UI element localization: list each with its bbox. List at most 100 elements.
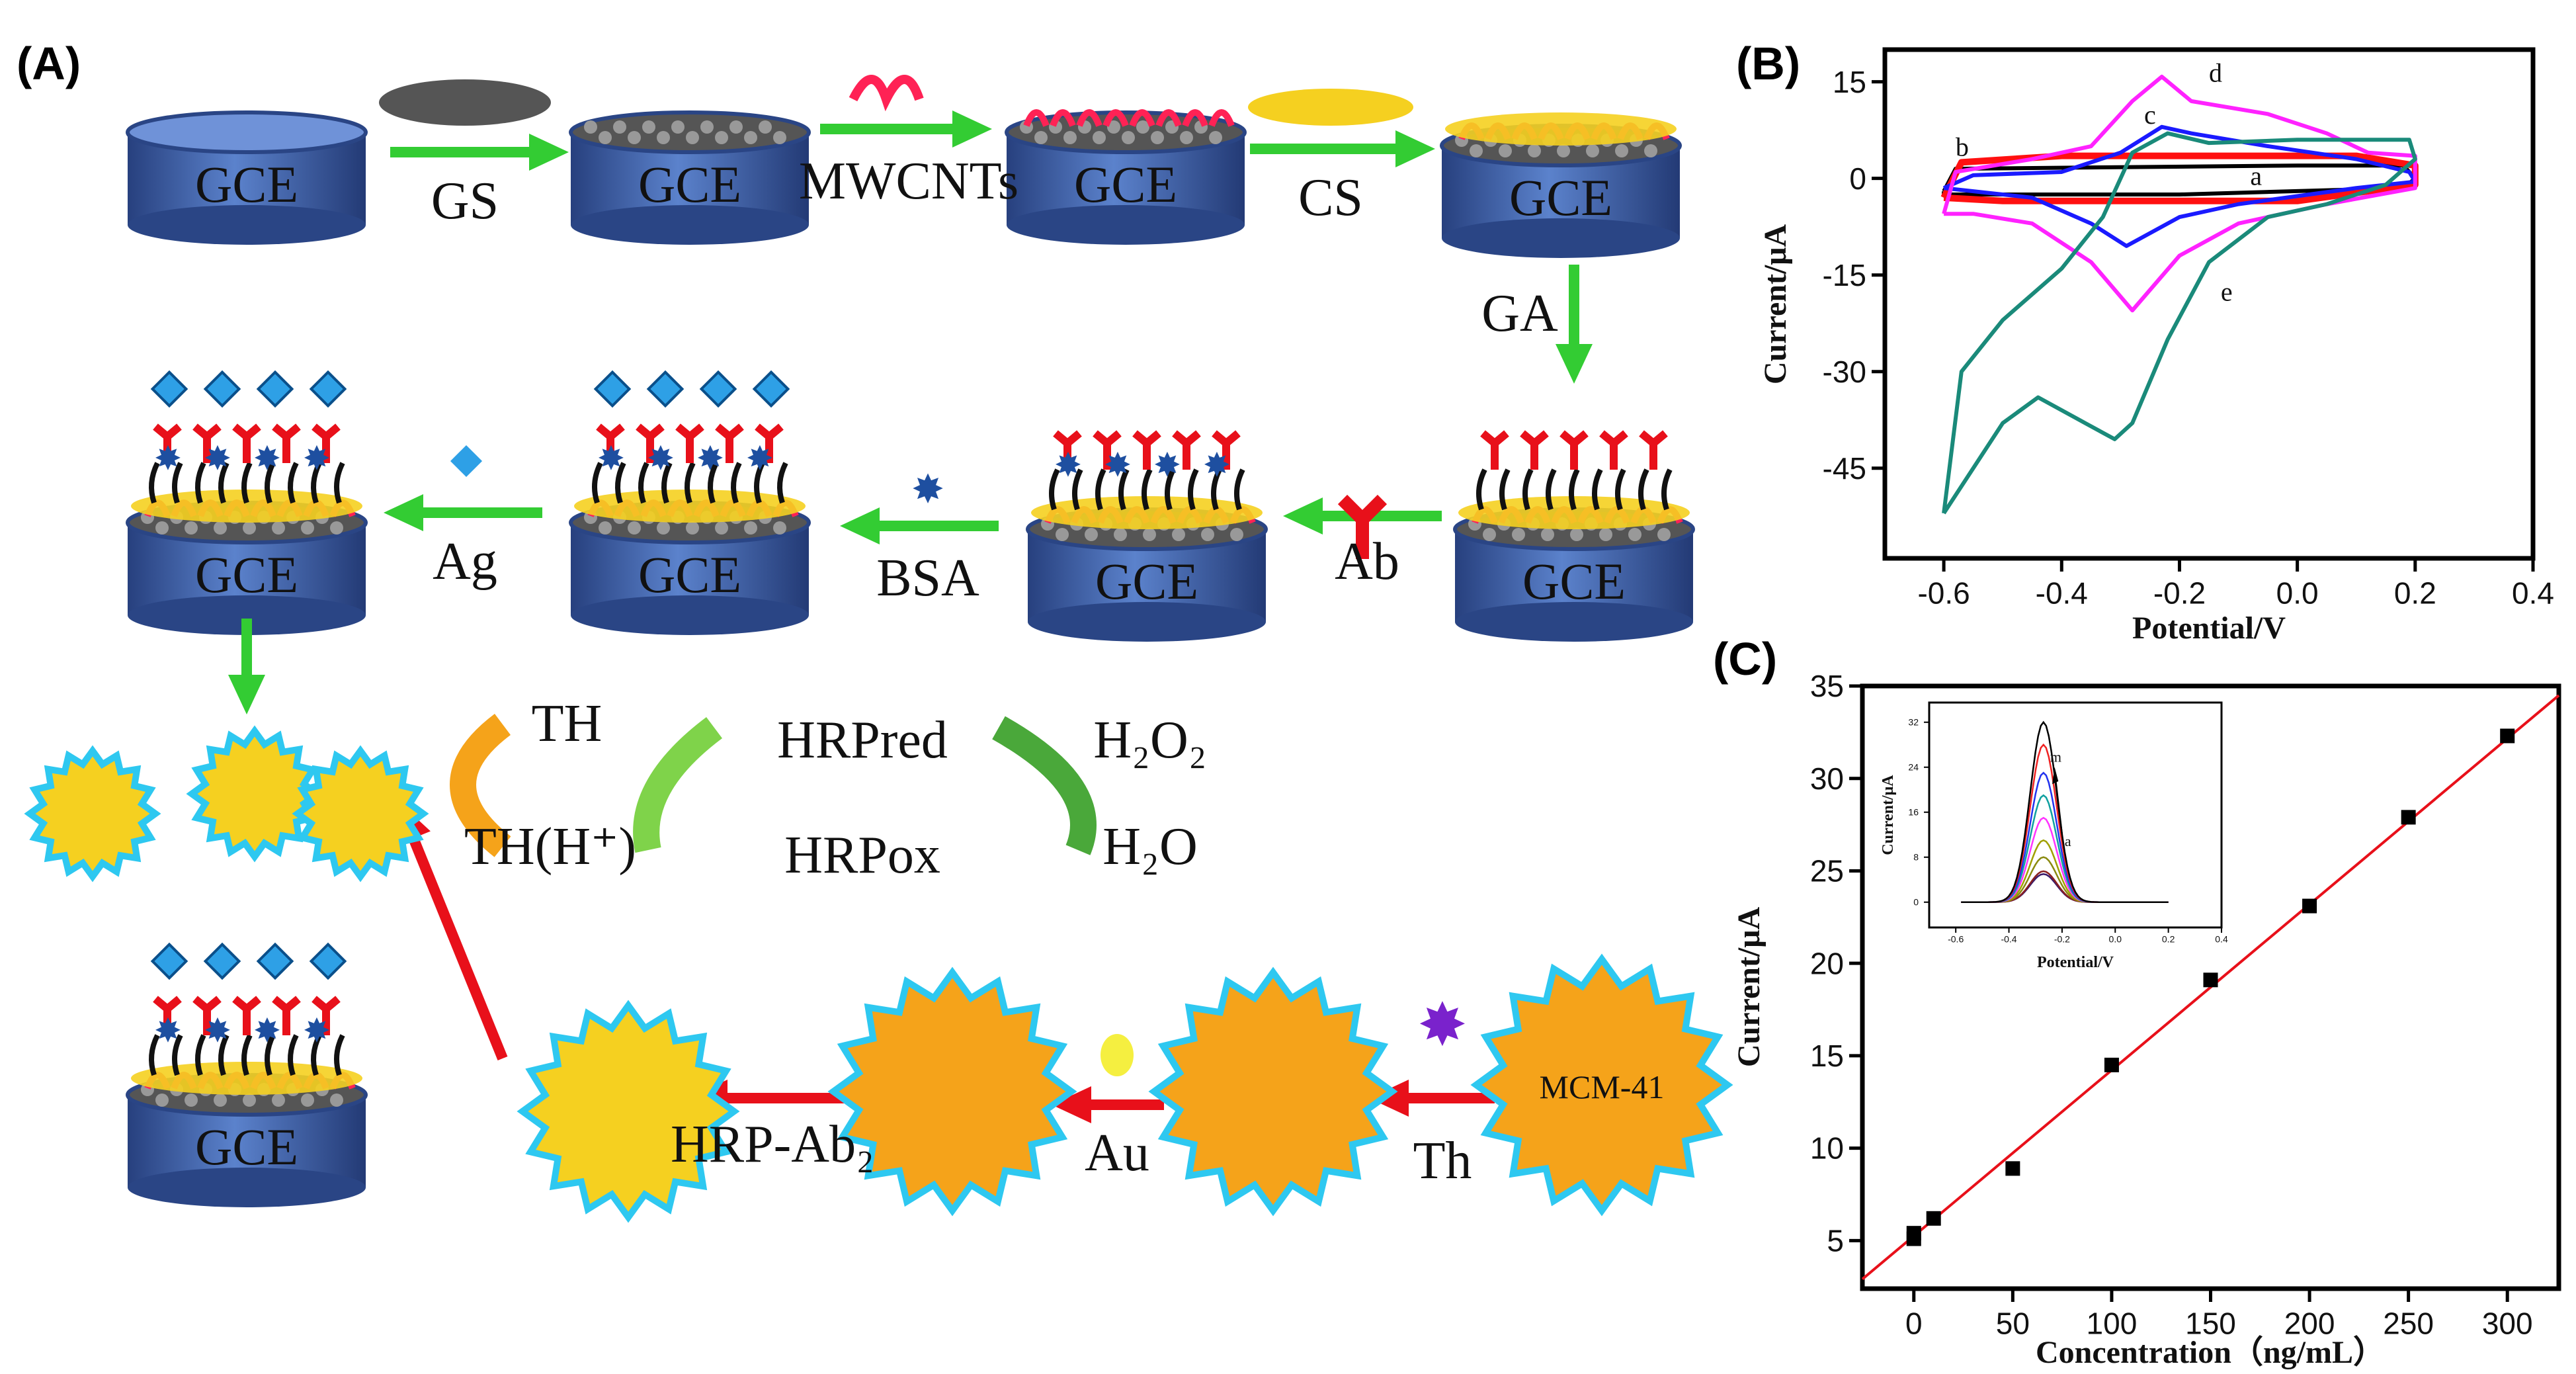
graphene-dot [1209,131,1222,144]
inset-label-a: a [2065,833,2071,849]
graphene-sheet-icon [379,79,551,126]
glutaraldehyde-linker [1638,468,1649,511]
graphene-dot [214,1094,227,1107]
graphene-dot [759,120,772,134]
chart-b-xtick-label: 0.2 [2394,576,2436,610]
chart-c-xlabel: Concentration（ng/mL） [2036,1335,2385,1370]
antibody-icon [1337,494,1388,559]
step-label-ag: Ag [433,533,497,591]
antibody [1520,430,1549,470]
chart-b-ytick-label: -30 [1823,355,1866,389]
glutaraldehyde-linker [1546,468,1557,511]
bsa-star: ✸ [303,1012,331,1049]
glutaraldehyde-linker [288,462,299,504]
graphene-dot [1628,528,1641,541]
glutaraldehyde-linker [1072,468,1083,511]
graphene-dot [584,120,597,134]
gce-electrode: ✸✸✸✸ [569,370,811,635]
graphene-dot [657,521,670,535]
data-point [2005,1161,2020,1176]
graphene-dot [599,521,612,535]
chart-c-xtick-label: 0 [1905,1306,1923,1340]
graphene-dot [715,131,728,144]
mwcnt-strand [1129,109,1155,127]
electrode-label: GCE [638,546,741,603]
gce-electrode [569,110,811,245]
glutaraldehyde-linker [685,462,696,504]
graphene-dot [1201,528,1214,541]
glutaraldehyde-linker [1165,468,1176,511]
antigen-diamond [256,942,294,980]
graphene-dot [1644,144,1657,157]
glutaraldehyde-linker [708,462,719,504]
graphene-dot [330,1094,343,1107]
chitosan-layer [1031,496,1263,529]
data-point [1926,1211,1941,1226]
cv-curve-label-c: c [2144,100,2156,130]
graphene-dot [729,120,743,134]
graphene-dot [1512,528,1525,541]
cycle-arrow-th [450,714,511,857]
glutaraldehyde-linker [1476,468,1487,511]
arrow-head [952,110,992,148]
chart-b-xlabel: Potential/V [2132,611,2286,646]
step-label-bsa: BSA [876,549,979,607]
inset-xtick-label: 0.4 [2215,934,2228,945]
gce-electrode: ✸✸✸✸ [126,370,368,635]
graphene-dot [744,521,757,535]
data-point [2302,898,2317,914]
gce-electrode [126,110,368,245]
cv-curve-e [1942,131,2417,515]
arrow-ga [1556,265,1593,384]
gce-electrode [1005,109,1247,245]
hrp-ab2-particle [517,1000,740,1223]
graphene-dot [1570,528,1583,541]
glutaraldehyde-linker [1661,468,1673,511]
glutaraldehyde-linker [1592,468,1603,511]
inset-xtick-label: -0.6 [1948,934,1964,945]
arrow-head [1556,344,1593,384]
chart-c-xtick-label: 200 [2284,1306,2335,1340]
inset-ytick-label: 24 [1908,762,1919,773]
cycle-th-h: TH(H⁺) [464,818,636,876]
glutaraldehyde-linker [661,462,673,504]
graphene-dot [301,521,314,535]
mwcnt-strand [1155,109,1182,127]
electrode-label: GCE [195,546,298,603]
graphene-dot [1063,131,1077,144]
glutaraldehyde-linker [1188,468,1199,511]
graphene-dot [1172,528,1185,541]
graphene-dot [1541,528,1554,541]
au-icon [1101,1034,1134,1076]
glutaraldehyde-linker [1615,468,1626,511]
antibody [272,996,301,1035]
chitosan-icon [1248,89,1413,126]
electrode-base [571,595,809,635]
antibody [1093,430,1122,470]
graphene-dot [1615,144,1628,157]
mwcnt-strand [1208,109,1235,127]
electrode-label: GCE [1509,169,1612,226]
graphene-dot [642,120,655,134]
electrode-base [128,205,366,245]
antigen-diamond [309,370,347,408]
graphene-dot [214,521,227,535]
electrode-label: GCE [195,155,298,213]
bsa-star: ✸ [253,1012,281,1049]
glutaraldehyde-linker [195,1034,206,1076]
graphene-dot [1085,528,1098,541]
antibody [192,996,222,1035]
chitosan-layer [574,490,806,523]
glutaraldehyde-linker [754,462,765,504]
bsa-star: ✸ [253,440,281,477]
data-point [2104,1057,2119,1072]
glutaraldehyde-linker [311,462,322,504]
antibody [675,423,704,463]
antibody [272,423,301,463]
antibody [312,423,341,463]
graphene-dot [599,131,612,144]
graphene-dot [773,131,786,144]
graphene-dot [243,521,256,535]
inset-xtick-label: 0.0 [2109,934,2122,945]
graphene-dot [628,131,641,144]
